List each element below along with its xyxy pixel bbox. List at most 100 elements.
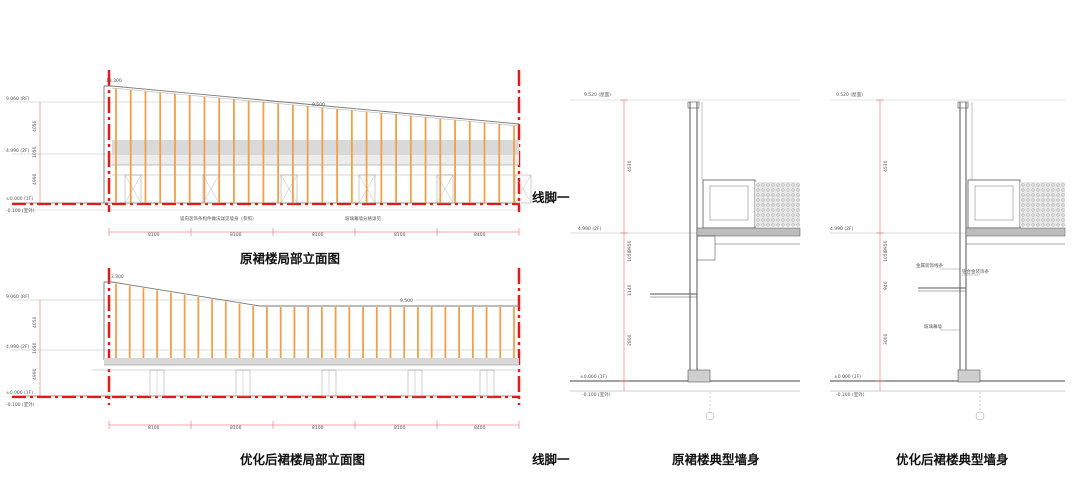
gravel <box>776 223 780 227</box>
gravel <box>1026 218 1030 222</box>
orig-bay-3: 8100 <box>312 232 324 238</box>
gravel <box>776 203 780 207</box>
orig-elevation-caption: 原裙楼局部立面图 <box>240 251 341 266</box>
gravel <box>771 188 775 192</box>
column-brace <box>280 174 298 204</box>
opt-bay-4: 8100 <box>394 425 406 431</box>
gravel <box>796 208 800 212</box>
gravel <box>786 203 790 207</box>
opt-wall-dim-1: 4530 <box>883 160 889 172</box>
gravel <box>1051 223 1055 227</box>
gravel <box>1036 218 1040 222</box>
gravel <box>771 213 775 217</box>
gravel <box>1021 208 1025 212</box>
orig-wall-dim-3: 1050 <box>627 250 633 262</box>
gravel <box>791 183 795 187</box>
gravel <box>1041 213 1045 217</box>
gravel <box>1056 193 1060 197</box>
gravel <box>761 208 765 212</box>
gravel <box>761 193 765 197</box>
gravel <box>756 183 760 187</box>
gravel <box>791 213 795 217</box>
gravel <box>1041 183 1045 187</box>
opt-wall-level-outdoor: -0.100 (室外) <box>836 391 865 398</box>
gravel <box>1036 198 1040 202</box>
gravel <box>766 223 770 227</box>
gravel <box>1026 223 1030 227</box>
opt-dim-mid: 1050 <box>32 342 38 354</box>
gravel <box>1026 198 1030 202</box>
gravel <box>1026 203 1030 207</box>
gravel <box>1041 188 1045 192</box>
opt-level-rf: 9.060 (RF) <box>6 294 30 300</box>
gravel <box>771 183 775 187</box>
gravel <box>766 213 770 217</box>
gravel <box>1031 218 1035 222</box>
gravel <box>1056 198 1060 202</box>
orig-dim-lower: 4990 <box>32 173 38 185</box>
gravel <box>1041 203 1045 207</box>
gravel <box>766 183 770 187</box>
gravel <box>781 183 785 187</box>
opt-wall-dim-4: 940 <box>883 281 889 290</box>
gravel <box>766 193 770 197</box>
gravel <box>756 223 760 227</box>
column <box>514 174 532 204</box>
gravel <box>781 198 785 202</box>
gravel <box>1056 218 1060 222</box>
gravel <box>1021 183 1025 187</box>
gravel <box>1031 203 1035 207</box>
gravel <box>1021 223 1025 227</box>
gravel <box>791 223 795 227</box>
gravel <box>1046 208 1050 212</box>
gravel <box>1036 188 1040 192</box>
opt-wall-section: 金属装饰线条 铝合金装饰条 玻璃幕墙 9.520 (屋面) 4.990 (2F)… <box>830 92 1066 421</box>
gravel <box>766 208 770 212</box>
gravel <box>1061 218 1065 222</box>
orig-level-rf: 9.060 (RF) <box>6 96 30 102</box>
opt-bay-3: 8100 <box>312 425 324 431</box>
gravel <box>1051 193 1055 197</box>
opt-wall-level-1f: ±0.000 (1F) <box>834 374 861 380</box>
opt-level-1f: ±0.000 (1F) <box>6 390 33 396</box>
gravel <box>1046 223 1050 227</box>
gravel <box>796 223 800 227</box>
gravel <box>786 218 790 222</box>
gravel <box>771 198 775 202</box>
gravel <box>1021 203 1025 207</box>
gravel <box>791 193 795 197</box>
orig-bay-4: 8100 <box>394 232 406 238</box>
gravel <box>796 193 800 197</box>
orig-level-1f: ±0.000 (1F) <box>6 196 33 202</box>
orig-wall-section: 9.520 (屋面) 4.990 (2F) ±0.000 (1F) -0.100… <box>570 92 801 421</box>
opt-level-outdoor: -0.100 (室外) <box>6 401 35 408</box>
gravel <box>781 193 785 197</box>
gravel <box>761 223 765 227</box>
gravel <box>786 198 790 202</box>
gravel <box>1026 208 1030 212</box>
gravel <box>796 198 800 202</box>
gravel <box>771 208 775 212</box>
gravel <box>1051 203 1055 207</box>
gravel <box>1036 193 1040 197</box>
opt-top-mark: 13.300 <box>108 274 124 280</box>
gravel <box>1061 223 1065 227</box>
gravel <box>1026 183 1030 187</box>
opt-wall-note-2: 铝合金装饰条 <box>962 268 989 275</box>
gravel <box>1056 188 1060 192</box>
gravel <box>1021 193 1025 197</box>
gravel <box>756 188 760 192</box>
column-brace <box>514 174 532 204</box>
gravel <box>1056 183 1060 187</box>
gravel <box>791 218 795 222</box>
orig-wall-dim-1: 4530 <box>627 160 633 172</box>
orig-bay-5: 8400 <box>474 232 486 238</box>
gravel <box>766 203 770 207</box>
gravel <box>1046 203 1050 207</box>
opt-elevation-drawing: 9.060 (RF) 4.990 (2F) ±0.000 (1F) -0.100… <box>6 268 521 431</box>
opt-wall-dim-3: 1050 <box>883 250 889 262</box>
gravel <box>1036 208 1040 212</box>
orig-bay-1: 8100 <box>148 232 160 238</box>
opt-dim-lower: 4990 <box>32 368 38 380</box>
gravel <box>1036 203 1040 207</box>
